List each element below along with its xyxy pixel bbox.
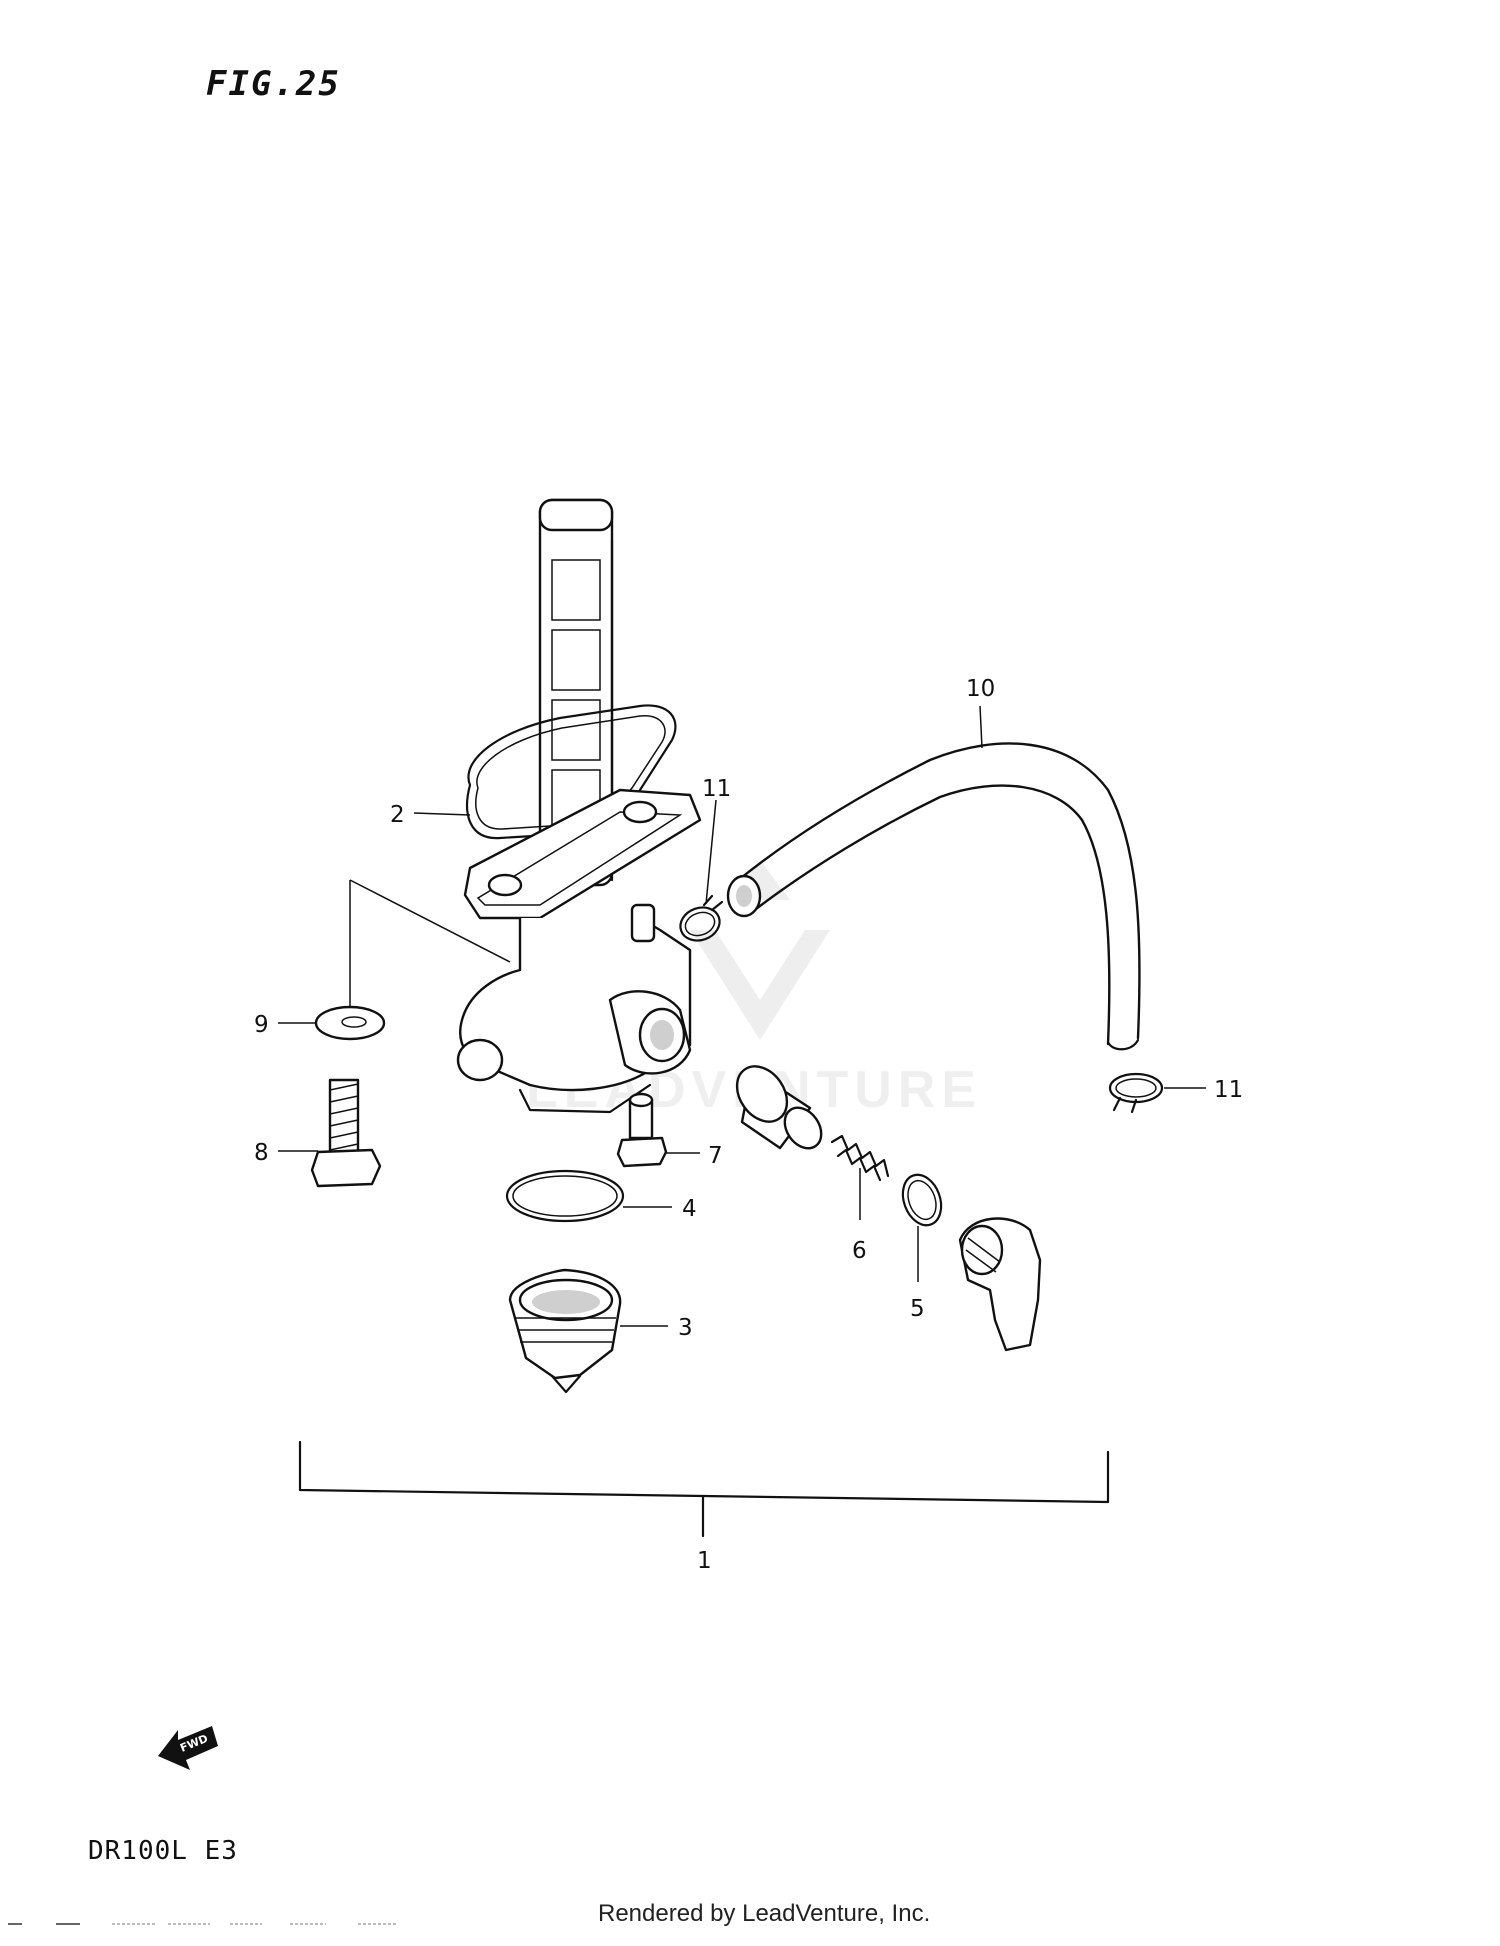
footer-credit: Rendered by LeadVenture, Inc. (598, 1900, 931, 1927)
hose-clip-lower[interactable] (1108, 1072, 1164, 1114)
callout-3: 3 (678, 1315, 693, 1341)
o-ring[interactable] (505, 1169, 625, 1223)
screw[interactable] (616, 1092, 668, 1168)
small-o-ring[interactable] (896, 1169, 948, 1230)
callout-6: 6 (852, 1238, 867, 1264)
fuel-hose[interactable] (726, 742, 1141, 1051)
assembly-bracket (298, 1440, 1110, 1538)
figure-title: FIG.25 (206, 64, 341, 104)
callout-4: 4 (682, 1196, 697, 1222)
callout-11-upper: 11 (702, 776, 731, 802)
callout-2: 2 (390, 802, 405, 828)
fwd-arrow-icon: FWD (158, 1726, 218, 1770)
fuel-strainer[interactable] (538, 498, 614, 887)
callout-5: 5 (910, 1296, 925, 1322)
watermark-logo (690, 860, 830, 1040)
callout-9: 9 (254, 1012, 269, 1038)
bolt[interactable] (310, 1078, 382, 1188)
scan-artifact-dashes (8, 1923, 396, 1925)
fuel-cup[interactable] (508, 1268, 622, 1394)
callout-10: 10 (966, 676, 995, 702)
callout-7: 7 (708, 1143, 723, 1169)
cock-gasket[interactable] (466, 704, 677, 840)
callout-11-lower: 11 (1214, 1077, 1243, 1103)
callout-8: 8 (254, 1140, 269, 1166)
lever[interactable] (958, 1217, 1042, 1352)
washer[interactable] (314, 1005, 386, 1041)
valve-rotor[interactable] (727, 1057, 829, 1155)
leader-lines (278, 705, 1206, 1327)
spring[interactable] (830, 1134, 890, 1182)
callout-1: 1 (697, 1548, 712, 1574)
leader-9-body (349, 879, 511, 1018)
model-code: DR100L E3 (88, 1836, 238, 1866)
fuel-cock-body[interactable] (456, 788, 702, 1114)
